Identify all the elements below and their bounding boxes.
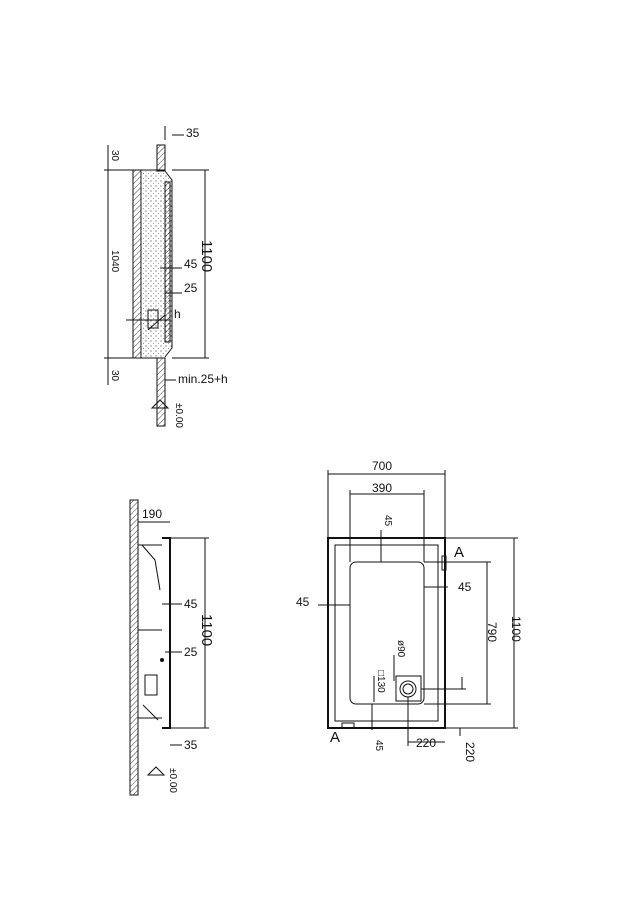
dim-offset-25: 25 [184,281,198,295]
dim-top-border: 45 [382,515,393,527]
dim-side-offset-25: 25 [184,645,198,659]
dim-total-height: 1100 [198,240,215,272]
dim-inner-height: 1040 [109,250,120,273]
dim-plan-inner-height: 790 [485,622,499,642]
wall-top-lower [156,357,166,427]
dim-bottom-thickness: 35 [184,738,198,752]
back-panel [132,169,142,359]
dim-bottom-border: 45 [373,740,384,752]
dim-offset-45: 45 [184,257,198,271]
dim-side-total-height: 1100 [198,614,215,646]
side-wall [129,499,139,796]
dim-min: min.25+h [178,372,228,386]
dim-h: h [174,307,181,321]
front-tile [164,181,171,343]
dim-drain-diameter: ø90 [395,640,406,658]
tray-basin [349,561,425,705]
dim-plan-inner-width: 390 [372,481,392,495]
section-mark-a-top: A [454,544,464,561]
dim-drain-offset-y: 220 [463,742,477,762]
dim-plan-width: 700 [372,459,392,473]
level-mark-top: ±0.00 [173,403,184,428]
dim-drain-offset-x: 220 [416,736,436,750]
wall-top-upper [156,144,166,172]
dim-top-thickness: 35 [186,126,200,140]
tray-outline [327,537,446,729]
plan-view: A A 700 390 45 45 45 790 1100 ø90 [296,459,523,762]
section-view-top: 35 30 1040 1100 45 25 h 30 min.25+h ±0.0… [104,126,228,428]
section-mark-a-bottom: A [330,729,340,746]
tray-inner-border [334,544,439,722]
dim-side-offset-45: 45 [184,597,198,611]
dim-drain-square: □130 [375,670,386,693]
dim-left-border: 45 [296,595,310,609]
dim-plan-height: 1100 [509,616,523,642]
drain-circle [399,680,417,698]
section-view-side: 190 45 1100 25 35 ±0.00 [129,499,215,796]
dim-upper-gap: 30 [109,150,120,162]
dim-right-border: 45 [458,580,472,594]
level-mark-side: ±0.00 [167,768,178,793]
tray-profile [162,537,171,729]
dim-lower-gap: 30 [109,370,120,382]
dim-depth: 190 [142,507,162,521]
